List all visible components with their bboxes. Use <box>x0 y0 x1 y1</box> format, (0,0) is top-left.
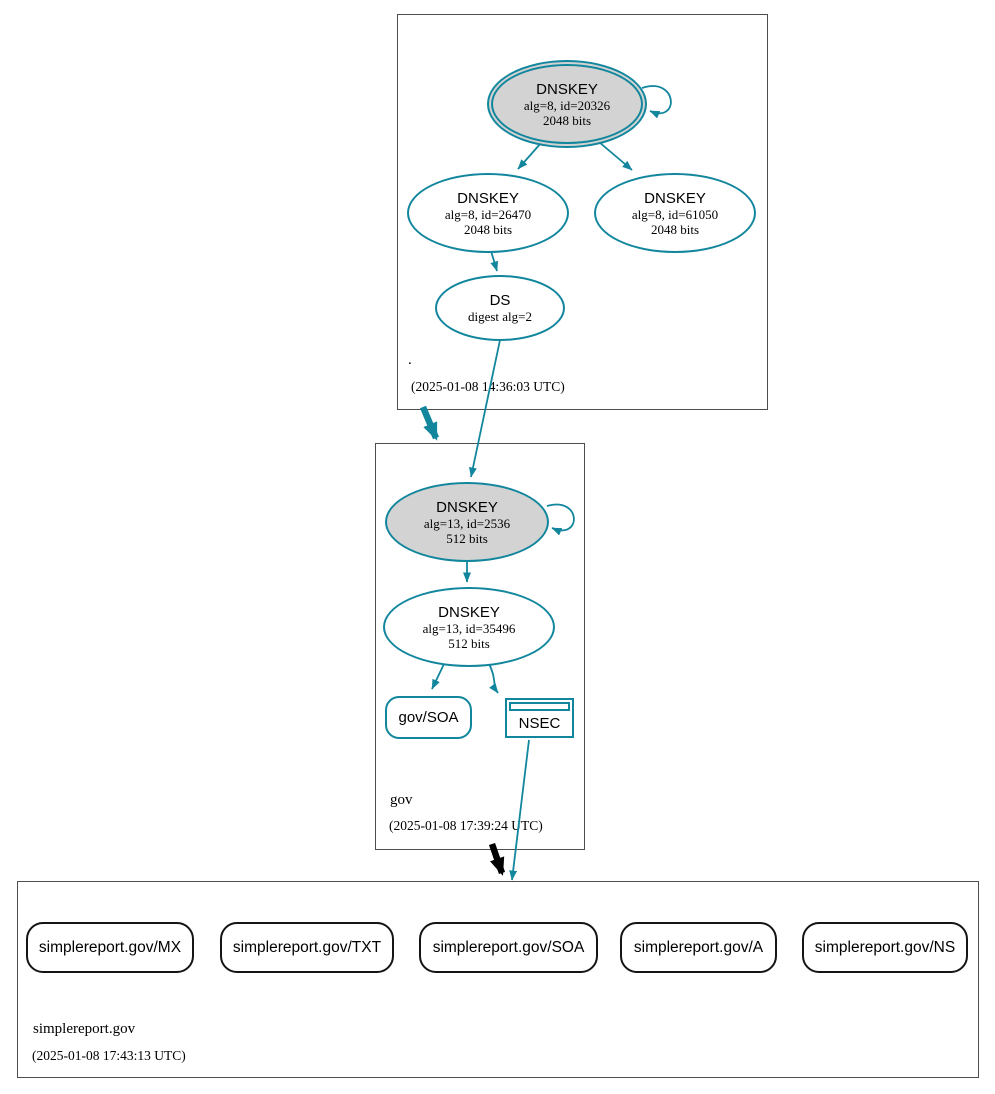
zone-box-simplereport <box>17 881 979 1078</box>
rrset-label: simplereport.gov/SOA <box>432 938 585 956</box>
node-title: DNSKEY <box>457 189 519 207</box>
node-alg: alg=8, id=61050 <box>631 206 719 222</box>
edge-delegation-root-to-gov <box>420 405 439 441</box>
node-root-dnskey-61050[interactable]: DNSKEY alg=8, id=61050 2048 bits <box>594 173 756 253</box>
node-gov-nsec[interactable]: NSEC <box>505 698 574 738</box>
node-title: DNSKEY <box>536 80 598 98</box>
zone-timestamp-simplereport: (2025-01-08 17:43:13 UTC) <box>32 1048 186 1063</box>
node-alg: alg=8, id=20326 <box>523 97 611 113</box>
node-simplereport-mx-rrset[interactable]: simplereport.gov/MX <box>26 922 194 973</box>
node-simplereport-ns-rrset[interactable]: simplereport.gov/NS <box>802 922 968 973</box>
node-title: DNSKEY <box>644 189 706 207</box>
zone-label-simplereport: simplereport.gov <box>33 1021 136 1037</box>
nsec-label: NSEC <box>518 714 561 732</box>
node-bits: 2048 bits <box>650 221 700 237</box>
zone-label-gov: gov <box>390 792 413 808</box>
node-detail: digest alg=2 <box>467 309 533 324</box>
rrset-label: simplereport.gov/A <box>633 938 764 956</box>
node-simplereport-txt-rrset[interactable]: simplereport.gov/TXT <box>220 922 394 973</box>
node-title: DNSKEY <box>438 603 500 621</box>
rrset-label: gov/SOA <box>398 709 459 726</box>
rrset-label: simplereport.gov/TXT <box>232 938 382 956</box>
node-simplereport-a-rrset[interactable]: simplereport.gov/A <box>620 922 777 973</box>
node-title: DNSKEY <box>436 498 498 516</box>
node-gov-dnskey-ksk-2536[interactable]: DNSKEY alg=13, id=2536 512 bits <box>385 482 549 562</box>
rrset-label: simplereport.gov/NS <box>814 938 956 956</box>
node-bits: 512 bits <box>446 530 488 546</box>
zone-timestamp-gov: (2025-01-08 17:39:24 UTC) <box>389 818 543 833</box>
node-bits: 2048 bits <box>463 221 513 237</box>
zone-label-root: . <box>408 352 412 368</box>
node-title: DS <box>489 292 511 309</box>
node-root-dnskey-ksk-20326[interactable]: DNSKEY alg=8, id=20326 2048 bits <box>487 60 647 148</box>
node-root-dnskey-26470[interactable]: DNSKEY alg=8, id=26470 2048 bits <box>407 173 569 253</box>
node-alg: alg=13, id=35496 <box>422 620 516 636</box>
node-gov-dnskey-35496[interactable]: DNSKEY alg=13, id=35496 512 bits <box>383 587 555 667</box>
node-root-ds[interactable]: DS digest alg=2 <box>435 275 565 341</box>
node-bits: 512 bits <box>448 635 490 651</box>
node-bits: 2048 bits <box>542 112 592 128</box>
rrset-label: simplereport.gov/MX <box>38 938 182 956</box>
nsec-header-cell <box>509 702 570 711</box>
zone-timestamp-root: (2025-01-08 14:36:03 UTC) <box>411 379 565 394</box>
node-gov-soa-rrset[interactable]: gov/SOA <box>385 696 472 739</box>
node-alg: alg=8, id=26470 <box>444 206 532 222</box>
node-simplereport-soa-rrset[interactable]: simplereport.gov/SOA <box>419 922 598 973</box>
node-alg: alg=13, id=2536 <box>423 515 511 531</box>
